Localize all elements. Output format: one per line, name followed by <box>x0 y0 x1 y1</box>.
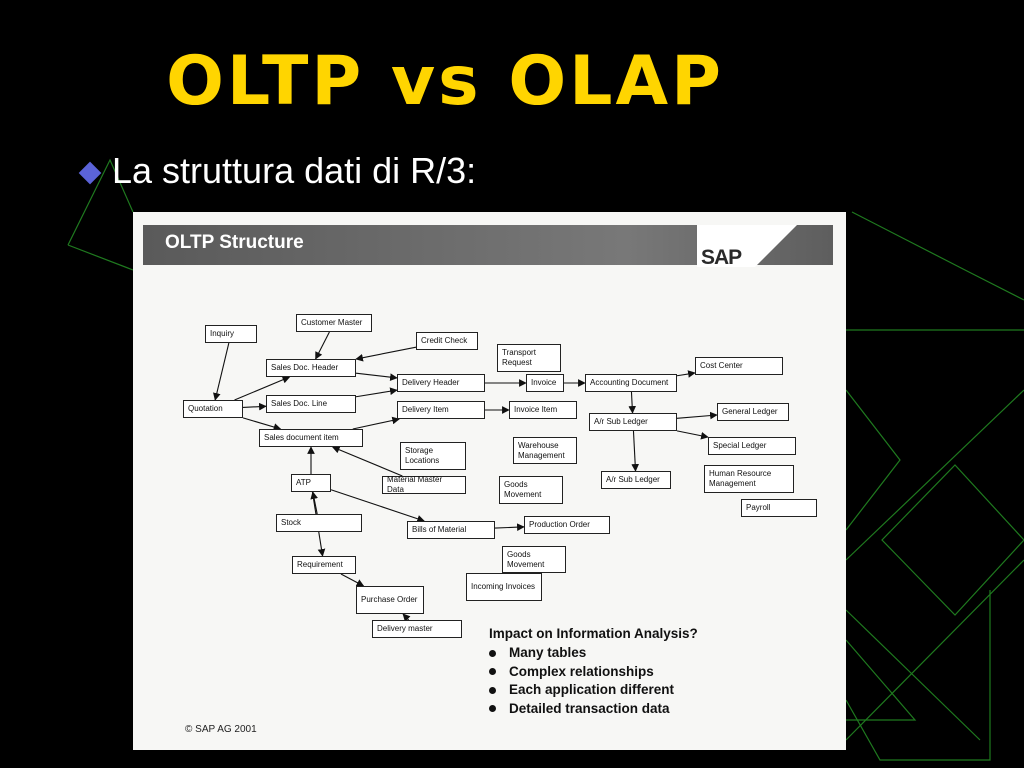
diagram-node-payroll: Payroll <box>741 499 817 517</box>
slide-title: OLTP vs OLAP <box>166 42 724 121</box>
bullet-dot-icon <box>489 686 496 694</box>
impact-box: Impact on Information Analysis? Many tab… <box>489 626 698 718</box>
diagram-node-incoming-invoices: Incoming Invoices <box>466 573 542 601</box>
connector-arrow <box>355 372 398 381</box>
connector-arrow <box>340 573 365 587</box>
copyright-notice: © SAP AG 2001 <box>185 724 257 735</box>
diagram-node-production-order: Production Order <box>524 516 610 534</box>
bullet-text: La struttura dati di R/3: <box>112 150 477 191</box>
diagram-node-cost-center: Cost Center <box>695 357 783 375</box>
diagram-node-sales-document-item: Sales document item <box>259 429 363 447</box>
connector-arrow <box>242 417 282 431</box>
diagram-node-delivery-item: Delivery Item <box>397 401 485 419</box>
diagram-node-transport-request: Transport Request <box>497 344 561 372</box>
bullet-item: La struttura dati di R/3: <box>78 150 477 192</box>
impact-heading: Impact on Information Analysis? <box>489 626 698 641</box>
connector-arrow <box>242 402 267 411</box>
diagram-node-bills-of-material: Bills of Material <box>407 521 495 539</box>
bullet-dot-icon <box>489 649 496 657</box>
diagram-node-purchase-order: Purchase Order <box>356 586 424 614</box>
diagram-node-human-resource-management: Human Resource Management <box>704 465 794 493</box>
diagram-node-ar-sub-ledger-2: A/r Sub Ledger <box>601 471 671 489</box>
connector-arrow <box>676 430 709 440</box>
connector-arrow <box>213 342 230 401</box>
sap-logo-text: SAP <box>701 246 742 269</box>
diagram-node-inquiry: Inquiry <box>205 325 257 343</box>
diagram-node-invoice: Invoice <box>526 374 564 392</box>
connector-arrow <box>234 376 291 401</box>
impact-item: Each application different <box>489 681 698 700</box>
impact-item: Many tables <box>489 644 698 663</box>
connector-arrow <box>315 331 330 360</box>
diagram-node-sales-doc-line: Sales Doc. Line <box>266 395 356 413</box>
diagram-node-quotation: Quotation <box>183 400 243 418</box>
diagram-node-goods-movement-2: Goods Movement <box>502 546 566 573</box>
impact-item-label: Complex relationships <box>509 663 654 679</box>
diagram-node-storage-locations: Storage Locations <box>400 442 466 470</box>
diagram-node-credit-check: Credit Check <box>416 332 478 350</box>
connector-arrow <box>331 446 403 477</box>
diagram-node-general-ledger: General Ledger <box>717 403 789 421</box>
diagram-node-atp: ATP <box>291 474 331 492</box>
diagram-node-stock: Stock <box>276 514 362 532</box>
figure-title: OLTP Structure <box>165 232 304 253</box>
diagram-node-delivery-header: Delivery Header <box>397 374 485 392</box>
connector-arrow <box>494 523 525 531</box>
diagram-node-special-ledger: Special Ledger <box>708 437 796 455</box>
diagram-node-delivery-master: Delivery master <box>372 620 462 638</box>
diagram-node-warehouse-management: Warehouse Management <box>513 437 577 464</box>
impact-item-label: Many tables <box>509 645 587 660</box>
diagram-node-ar-sub-ledger-1: A/r Sub Ledger <box>589 413 677 431</box>
diagram-node-invoice-item: Invoice Item <box>509 401 577 419</box>
oltp-structure-figure: OLTP Structure SAP Inquiry Customer Maste… <box>133 212 846 750</box>
impact-item: Complex relationships <box>489 663 698 682</box>
connector-arrow <box>676 411 718 420</box>
connector-arrow <box>355 387 398 398</box>
bullet-dot-icon <box>489 705 496 713</box>
impact-item-label: Each application different <box>509 682 675 697</box>
bullet-dot-icon <box>489 668 496 676</box>
diagram-node-requirement: Requirement <box>292 556 356 574</box>
diamond-bullet-icon <box>78 161 102 185</box>
impact-item-label: Detailed transaction data <box>509 700 670 716</box>
connector-arrow <box>631 430 640 472</box>
diagram-node-sales-doc-header: Sales Doc. Header <box>266 359 356 377</box>
connector-arrow <box>402 613 411 622</box>
connector-arrow <box>628 391 637 414</box>
sap-logo-icon <box>697 225 797 267</box>
connector-arrow <box>352 416 400 430</box>
diagram-node-material-master-data: Material Master Data <box>382 475 466 494</box>
connector-arrow <box>355 346 417 362</box>
diagram-node-goods-movement-1: Goods Movement <box>499 476 563 504</box>
diagram-node-accounting-document: Accounting Document <box>585 374 677 392</box>
connector-arrow <box>330 489 425 523</box>
diagram-node-customer-master: Customer Master <box>296 314 372 332</box>
impact-item: Detailed transaction data <box>489 700 698 719</box>
connector-arrow <box>676 370 696 378</box>
